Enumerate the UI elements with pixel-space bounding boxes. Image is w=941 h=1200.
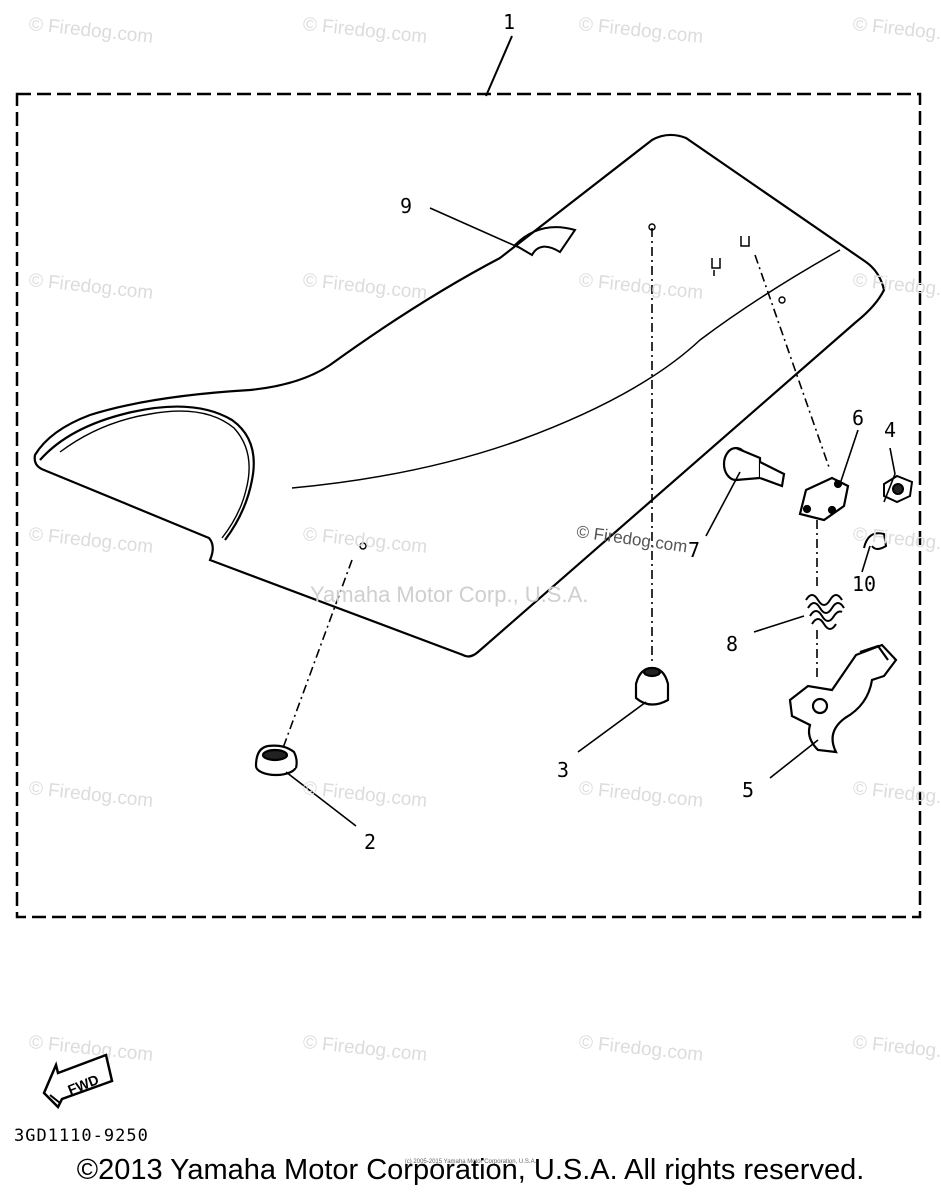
part-2-damper bbox=[254, 744, 298, 777]
callout-7: 7 bbox=[688, 538, 701, 562]
part-3-damper bbox=[634, 666, 670, 706]
callout-8: 8 bbox=[726, 632, 739, 656]
callout-6: 6 bbox=[852, 406, 865, 430]
callout-5: 5 bbox=[742, 778, 755, 802]
callout-9: 9 bbox=[400, 194, 413, 218]
callout-3: 3 bbox=[557, 758, 570, 782]
assembly-boundary bbox=[15, 92, 922, 919]
small-copyright: (c) 2005-2015 Yamaha Motor Corporation, … bbox=[404, 1159, 537, 1165]
part-6-bracket bbox=[798, 476, 850, 522]
callout-10: 10 bbox=[852, 572, 877, 596]
leader-lines bbox=[285, 207, 896, 827]
part-5-lock-hook bbox=[788, 643, 898, 754]
yamaha-watermark: Yamaha Motor Corp., U.S.A. bbox=[310, 582, 589, 607]
copyright-notice: ©2013 Yamaha Motor Corporation, U.S.A. A… bbox=[76, 1154, 865, 1186]
seat-cover bbox=[33, 133, 886, 658]
part-4-nut bbox=[883, 474, 914, 504]
diagram-code: 3GD1110-9250 bbox=[14, 1126, 149, 1146]
callout-1: 1 bbox=[503, 10, 516, 34]
fwd-arrow-icon: FWD bbox=[42, 1053, 114, 1110]
callout-2: 2 bbox=[364, 830, 377, 854]
callout-4: 4 bbox=[884, 418, 897, 442]
leader-1 bbox=[485, 35, 513, 97]
part-8-spring bbox=[805, 594, 845, 630]
part-7-bolt bbox=[722, 446, 786, 488]
part-10-clip bbox=[863, 532, 888, 550]
